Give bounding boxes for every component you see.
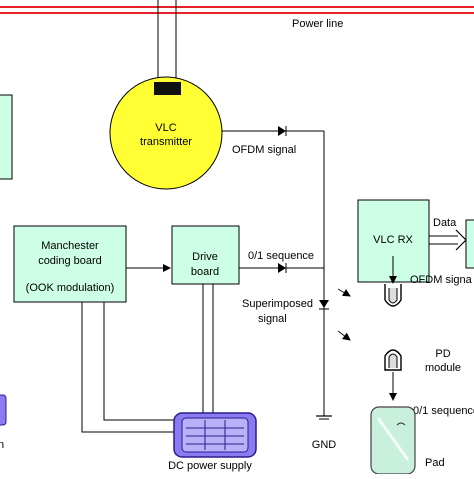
vlc-transmitter-label-1: VLC xyxy=(155,122,176,134)
dc-power-supply xyxy=(173,412,257,458)
left-cut-label: n xyxy=(0,439,4,451)
pd-label-2: module xyxy=(425,362,461,374)
ofdm-diode-top xyxy=(278,126,286,136)
ofdm-signal-right-label: OFDM signa xyxy=(410,274,473,286)
left-partial-box xyxy=(0,94,13,180)
power-line-label: Power line xyxy=(292,18,343,30)
left-device-partial xyxy=(0,394,7,426)
sequence-right-label: 0/1 sequence xyxy=(413,405,474,417)
drive-label-1: Drive xyxy=(192,251,218,263)
data-arrow xyxy=(429,229,467,251)
lamp-socket xyxy=(154,82,181,95)
power-line xyxy=(0,6,474,14)
superimposed-label-2: signal xyxy=(258,313,287,325)
ofdm-photodiode-icon xyxy=(384,256,402,307)
manchester-label-2: coding board xyxy=(38,255,102,267)
vlc-transmitter-label-2: transmitter xyxy=(140,136,192,148)
drive-board xyxy=(171,225,240,285)
drive-label-2: board xyxy=(191,266,219,278)
vlc-rx-label: VLC RX xyxy=(373,234,413,246)
gnd-label: GND xyxy=(312,439,337,451)
manchester-coding-board xyxy=(13,225,127,303)
pad-device-icon xyxy=(370,406,416,475)
sequence-diode-mid xyxy=(278,263,286,273)
ground-symbol xyxy=(316,415,332,420)
supply-wires xyxy=(81,284,214,433)
pad-label: Pad xyxy=(425,457,445,469)
dc-power-supply-label: DC power supply xyxy=(168,460,252,472)
superimposed-label-1: Superimposed xyxy=(242,298,313,310)
manchester-label-3: (OOK modulation) xyxy=(26,282,115,294)
light-rays xyxy=(337,288,351,341)
right-partial-box xyxy=(465,219,474,269)
pd-label-1: PD xyxy=(435,348,450,360)
superimposed-diode xyxy=(319,300,329,308)
data-label: Data xyxy=(433,217,457,229)
ofdm-signal-top-label: OFDM signal xyxy=(232,144,296,156)
pd-module-icon xyxy=(384,349,402,401)
manchester-label-1: Manchester xyxy=(41,240,99,252)
sequence-mid-label: 0/1 sequence xyxy=(248,250,314,262)
vlc-transmitter-bulb xyxy=(109,76,223,190)
